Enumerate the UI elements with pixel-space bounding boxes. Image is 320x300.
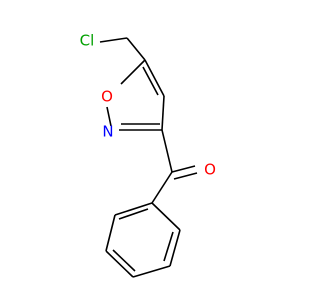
structure-canvas: Cl O N O [80, 32, 216, 278]
atom-carbonyl-oxygen: O [204, 161, 216, 179]
bond-c3-c4 [161, 95, 165, 131]
bond-ph1-ph2 [114, 202, 153, 216]
bond-c5-o1 [120, 59, 146, 85]
molecule-drawing: Cl O N O [80, 32, 216, 278]
bond-cco-ph1 [151, 171, 173, 204]
bond-ph5-ph6 [169, 229, 181, 267]
bond-c3-cco [161, 129, 173, 173]
atom-ring-nitrogen: N [102, 123, 113, 141]
bond-ph5-ph6-inner [163, 231, 174, 262]
bond-cl-ch2 [99, 37, 128, 43]
bond-o1-n2 [106, 106, 112, 127]
bond-carbonyl-o-2 [173, 172, 198, 180]
bond-c4-c5 [144, 59, 165, 97]
bond-ph2-ph3 [105, 214, 116, 252]
bond-ph4-ph5 [132, 265, 171, 278]
bond-ph3-ph4 [105, 250, 134, 278]
atom-ring-oxygen: O [101, 88, 113, 106]
bond-ph1-ph2-inner [118, 208, 149, 220]
atom-chlorine: Cl [80, 32, 95, 50]
bond-carbonyl-o [171, 165, 196, 173]
bond-c4-c5-inner [142, 66, 159, 96]
bond-ch2-c5 [126, 37, 146, 61]
bond-ph6-ph1 [151, 202, 181, 231]
bond-ph3-ph4-inner [112, 249, 136, 272]
